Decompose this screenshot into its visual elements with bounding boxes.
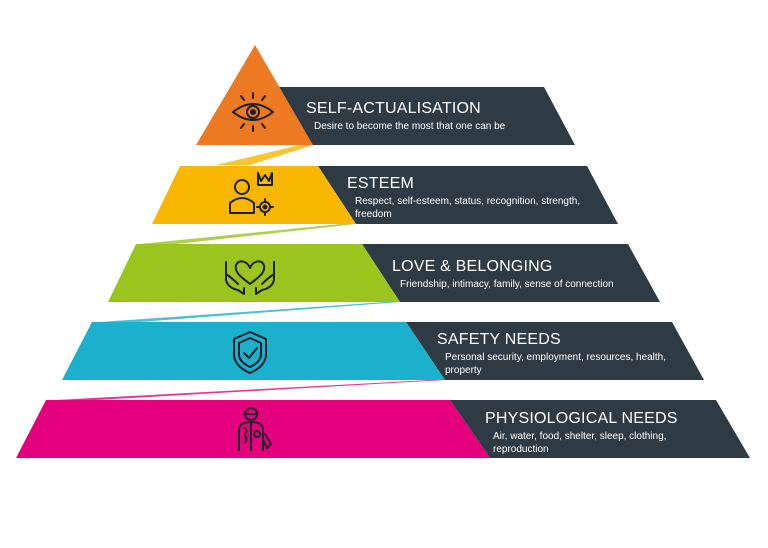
human-anatomy-icon: [238, 407, 272, 451]
person-crown-gear-icon: [229, 172, 274, 216]
band-love-belonging: [108, 244, 400, 302]
panel-safety: [406, 322, 704, 380]
fold-self-actualisation: [216, 145, 313, 165]
level-title: ESTEEM: [347, 175, 414, 192]
fold-esteem: [140, 224, 356, 244]
panel-physiological: [450, 400, 750, 458]
label-esteem: ESTEEM Respect, self-esteem, status, rec…: [347, 174, 587, 221]
fold-safety: [56, 380, 445, 400]
panel-love-belonging: [362, 244, 660, 302]
label-self-actualisation: SELF-ACTUALISATION Desire to become the …: [306, 99, 556, 133]
label-physiological: PHYSIOLOGICAL NEEDS Air, water, food, sh…: [485, 409, 680, 456]
fold-love-belonging: [100, 302, 400, 322]
level-description: Friendship, intimacy, family, sense of c…: [400, 279, 614, 290]
level-description: Personal security, employment, resources…: [445, 352, 667, 376]
label-safety: SAFETY NEEDS Personal security, employme…: [437, 330, 675, 377]
level-title: PHYSIOLOGICAL NEEDS: [485, 410, 678, 427]
label-love-belonging: LOVE & BELONGING Friendship, intimacy, f…: [392, 257, 632, 291]
level-description: Air, water, food, shelter, sleep, clothi…: [493, 431, 667, 455]
level-title: SELF-ACTUALISATION: [306, 100, 481, 117]
level-title: SAFETY NEEDS: [437, 331, 561, 348]
eye-icon: [232, 92, 274, 132]
level-description: Desire to become the most that one can b…: [314, 121, 506, 132]
level-title: LOVE & BELONGING: [392, 258, 553, 275]
panel-esteem: [318, 166, 618, 224]
hands-heart-icon: [225, 260, 275, 295]
band-self-actualisation: [196, 45, 313, 145]
panel-self-actualisation: [276, 87, 575, 145]
level-description: Respect, self-esteem, status, recognitio…: [355, 196, 581, 220]
band-physiological: [16, 400, 490, 458]
band-esteem: [152, 166, 356, 224]
shield-check-icon: [233, 331, 267, 374]
